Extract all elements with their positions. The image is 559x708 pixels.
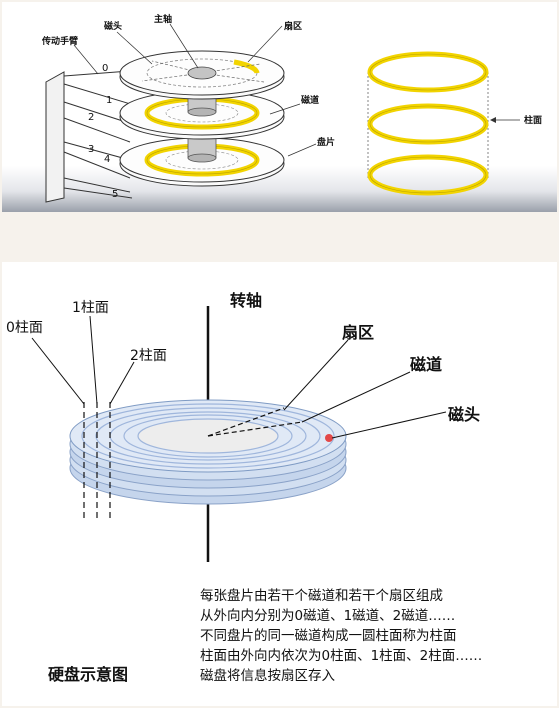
head-marker [325, 434, 333, 442]
hard-disk-schematic: 转轴 0柱面 1柱面 2柱面 扇区 磁道 磁头 每张盘片由若干个磁道和若干个扇区… [2, 262, 557, 706]
label-cylinder-1: 1柱面 [72, 300, 109, 316]
label-cylinder-2: 2柱面 [130, 348, 167, 364]
platter-stack [120, 51, 284, 186]
actuator-arm [46, 70, 142, 202]
bottom-diagram-panel: 转轴 0柱面 1柱面 2柱面 扇区 磁道 磁头 每张盘片由若干个磁道和若干个扇区… [2, 262, 557, 706]
diagram-title: 硬盘示意图 [48, 665, 128, 684]
label-head: 磁头 [448, 405, 480, 424]
label-sector: 扇区 [342, 323, 374, 342]
surface-number: 4 [104, 154, 110, 165]
surface-number: 3 [88, 144, 94, 155]
label-head: 磁头 [104, 20, 122, 32]
hard-disk-structure-diagram: 传动手臂 磁头 主轴 扇区 磁道 盘片 0 1 2 3 4 5 柱面 [2, 2, 557, 212]
top-diagram-panel: 传动手臂 磁头 主轴 扇区 磁道 盘片 0 1 2 3 4 5 柱面 [2, 2, 557, 212]
label-track: 磁道 [410, 355, 442, 374]
label-cylinder: 柱面 [524, 114, 542, 126]
surface-number: 2 [88, 112, 94, 123]
label-spindle: 转轴 [230, 291, 262, 310]
description-text: 每张盘片由若干个磁道和若干个扇区组成 从外向内分别为0磁道、1磁道、2磁道…… … [200, 587, 482, 684]
label-arm: 传动手臂 [41, 35, 78, 47]
cylinder-illustration [368, 54, 520, 193]
description-line: 从外向内分别为0磁道、1磁道、2磁道…… [200, 608, 455, 624]
description-line: 每张盘片由若干个磁道和若干个扇区组成 [200, 587, 443, 604]
label-cylinder-0: 0柱面 [6, 320, 43, 336]
label-platter: 盘片 [317, 136, 335, 148]
platter-stack-3d [70, 400, 346, 504]
surface-number: 5 [112, 189, 118, 200]
label-sector: 扇区 [284, 20, 302, 32]
description-line: 柱面由外向内依次为0柱面、1柱面、2柱面…… [200, 648, 482, 664]
label-track: 磁道 [301, 94, 319, 106]
description-line: 不同盘片的同一磁道构成一圆柱面称为柱面 [200, 627, 457, 644]
description-line: 磁盘将信息按扇区存入 [200, 667, 335, 684]
label-spindle: 主轴 [154, 13, 172, 25]
surface-number: 0 [102, 63, 108, 74]
surface-number: 1 [106, 95, 112, 106]
